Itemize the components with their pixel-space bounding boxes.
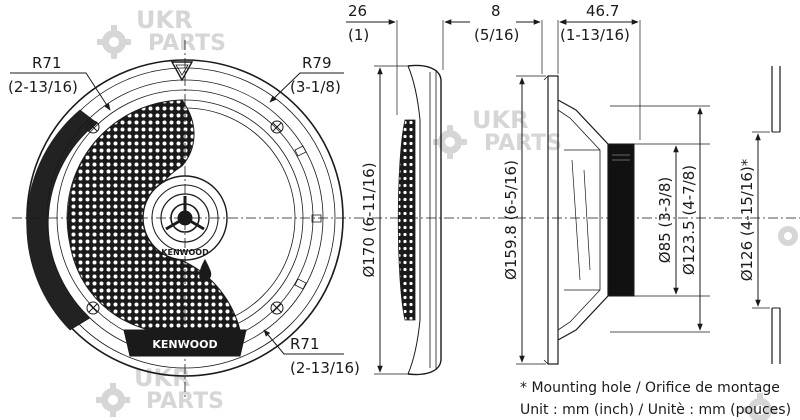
depth-total-inch-label: (1) [348,26,369,44]
diameter-126-label: Ø126 (4-15/16)* [738,158,756,281]
depth-label: 46.7 [586,2,619,20]
r79-inch-label: (3-1/8) [290,78,341,96]
watermark-line1: UKR [134,364,191,392]
watermark-line2: PARTS [148,31,226,56]
mounting-hole-note: * Mounting hole / Orifice de montage [520,380,780,396]
radius-leaders [10,72,344,355]
magnet [607,143,635,297]
side-dimensions [346,19,470,373]
gear-icon [96,383,130,417]
depth-total-label: 26 [348,2,367,20]
diameter-85-label: Ø85 (3-3/8) [656,177,674,263]
side-view [374,20,444,376]
r71-bottom-inch-label: (2-13/16) [290,359,360,377]
gear-icon [743,393,777,420]
r79-label: R79 [302,54,332,72]
watermark-middle: UKR PARTS [433,106,562,159]
teardrop-icon [199,258,212,282]
r71-top-inch-label: (2-13/16) [8,78,78,96]
depth-inch-label: (1-13/16) [560,26,630,44]
watermark-bottom: UKR PARTS [96,364,224,417]
left-trim-band [26,109,98,331]
diameter-170-label: Ø170 (6-11/16) [360,162,378,277]
gear-icon [433,125,467,159]
watermark-bottom-right [743,393,777,420]
bottom-brand-label: KENWOOD [152,338,217,351]
flange-label: 8 [491,2,501,20]
profile-dimensions [516,19,703,363]
watermark-top: UKR PARTS [97,6,226,59]
flange-inch-label: (5/16) [474,26,519,44]
r71-bottom-label: R71 [290,335,320,353]
diameter-159-label: Ø159.8 (6-5/16) [502,160,520,280]
front-centerlines [12,40,800,398]
gear-icon [97,25,131,59]
gear-icon [778,226,798,246]
watermark-line1: UKR [472,106,529,134]
watermark-line2: PARTS [146,389,224,414]
diameter-123-label: Ø123.5 (4-7/8) [680,165,698,275]
watermark-line1: UKR [136,6,193,34]
mounting-view [752,66,781,364]
r71-top-label: R71 [32,54,62,72]
profile-view [516,20,710,365]
watermark-right-edge [778,226,798,246]
triangle-marker-icon [170,61,194,82]
side-grille [397,119,416,321]
speaker-grille [67,99,241,331]
unit-note: Unit : mm (inch) / Unitè : mm (pouces) [520,402,791,418]
watermark-line2: PARTS [484,131,562,156]
